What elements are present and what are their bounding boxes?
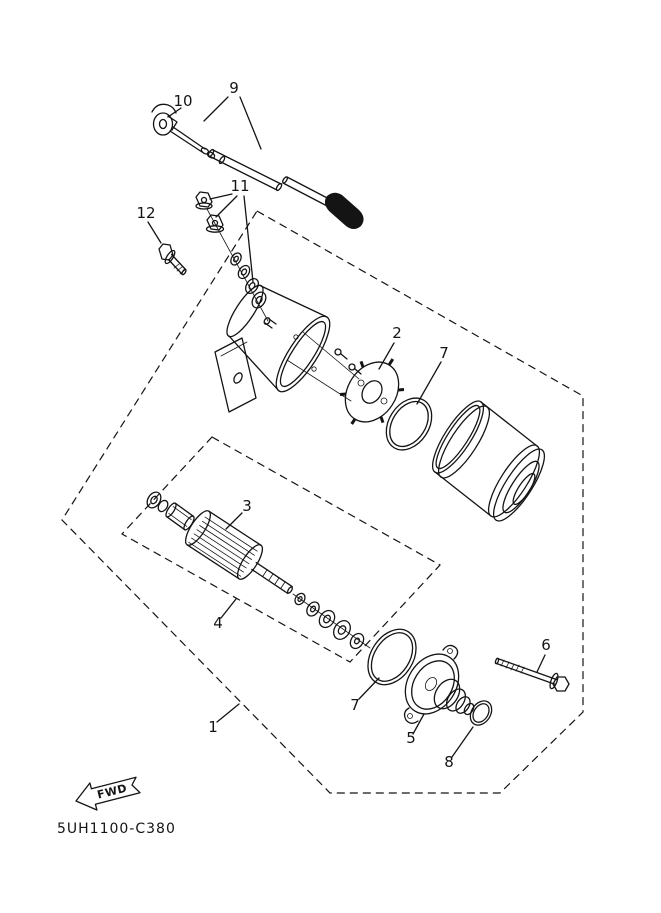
part-label-12: 12 [136,204,155,222]
outer-assembly-boundary [61,210,584,794]
terminal-stud [263,317,277,329]
part-label-11: 11 [230,177,249,195]
part-labels: 9 10 11 12 2 7 3 4 7 1 5 8 6 [136,79,550,771]
fwd-arrow-label: FWD [96,782,129,802]
part-label-4: 4 [213,614,223,632]
end-cover [403,644,475,724]
motor-case [432,400,545,522]
flange-bolt-12 [158,243,187,276]
armature [146,491,293,595]
yoke-housing [214,284,331,413]
brush-plate [339,358,405,425]
part-label-5: 5 [406,729,416,747]
fwd-arrow: FWD [75,776,141,811]
part-label-6: 6 [541,636,551,654]
mounting-bracket [214,337,257,413]
leader-lines [147,96,546,758]
through-bolt-6 [494,657,570,692]
starter-cable-assembly [151,103,364,229]
part-label-2: 2 [392,324,402,342]
part-label-10: 10 [173,92,192,110]
o-ring-upper [385,397,433,451]
part-label-7-upper: 7 [439,344,449,362]
part-label-9: 9 [229,79,239,97]
part-label-7-lower: 7 [350,696,360,714]
part-label-1: 1 [208,718,218,736]
o-ring-lower [367,628,417,686]
drawing-code: 5UH1100-C380 [57,821,176,837]
terminal-nut-washer-set [195,191,269,322]
part-label-3: 3 [242,497,252,515]
part-label-8: 8 [444,753,454,771]
rubber-boot [324,192,364,229]
shaft-washer-stack [292,592,371,650]
inner-subassembly-boundary [121,436,441,663]
o-ring-small [469,700,493,726]
